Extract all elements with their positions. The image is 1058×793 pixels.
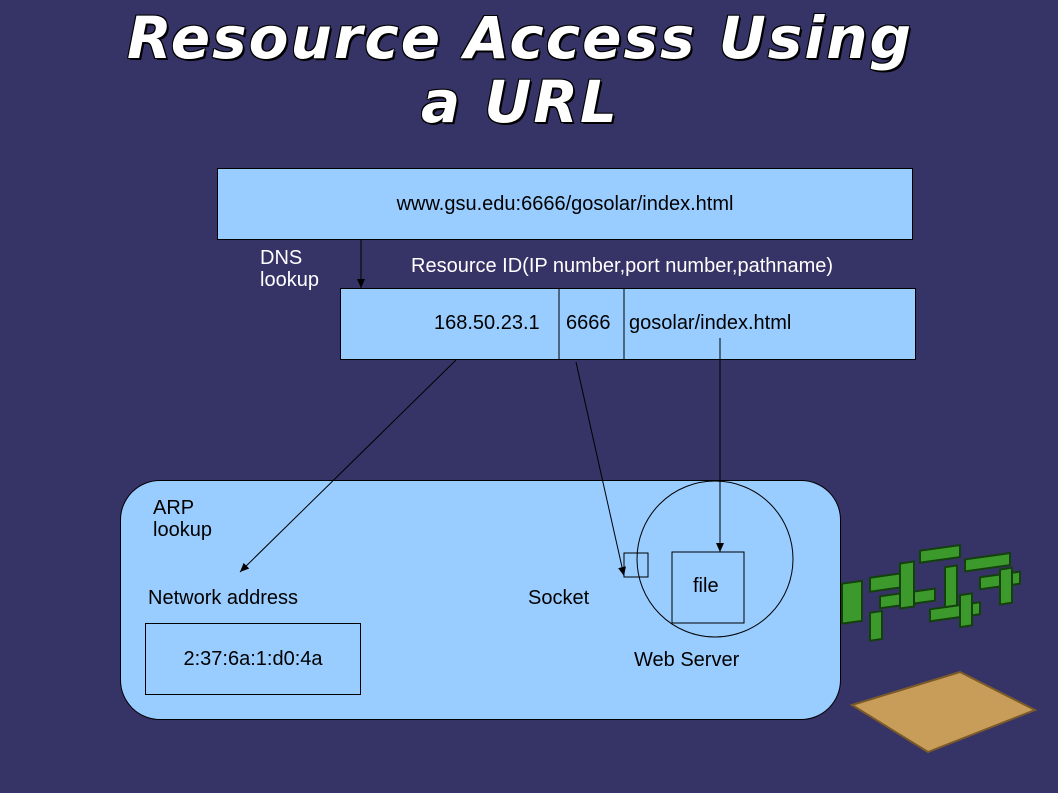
- url-box: www.gsu.edu:6666/gosolar/index.html: [217, 168, 913, 240]
- title-line-2: a URL: [420, 68, 620, 136]
- arp-lookup-line-2: lookup: [153, 519, 212, 541]
- dns-lookup-line-2: lookup: [260, 269, 319, 291]
- arp-lookup-label: ARP lookup: [153, 497, 212, 541]
- dns-lookup-label: DNS lookup: [260, 247, 319, 291]
- resource-port-text: 6666: [566, 312, 611, 334]
- socket-label: Socket: [528, 587, 590, 609]
- socket-square: [623, 552, 649, 578]
- arp-lookup-line-1: ARP: [153, 497, 195, 519]
- title-line-1: Resource Access Using: [126, 4, 914, 72]
- dns-lookup-line-1: DNS: [260, 247, 303, 269]
- resource-path-text: gosolar/index.html: [629, 312, 792, 334]
- host-container: [120, 480, 841, 720]
- socket-arrow: [575, 361, 626, 577]
- maze-icon: [841, 543, 1038, 754]
- resource-id-box: [340, 288, 916, 360]
- resource-ip-text: 168.50.23.1: [434, 312, 540, 334]
- file-box: [671, 551, 745, 624]
- url-text: www.gsu.edu:6666/gosolar/index.html: [396, 192, 734, 215]
- web-server-label: Web Server: [634, 649, 740, 671]
- network-address-box: 2:37:6a:1:d0:4a: [145, 623, 361, 695]
- resource-id-label: Resource ID(IP number,port number,pathna…: [411, 255, 834, 277]
- web-server-circle: [636, 480, 794, 638]
- network-address-label: Network address: [148, 587, 299, 609]
- network-address-text: 2:37:6a:1:d0:4a: [183, 647, 323, 670]
- arp-arrow: [239, 359, 457, 573]
- page-title: Resource Access Using a URL: [40, 6, 1000, 134]
- file-label: file: [693, 575, 719, 597]
